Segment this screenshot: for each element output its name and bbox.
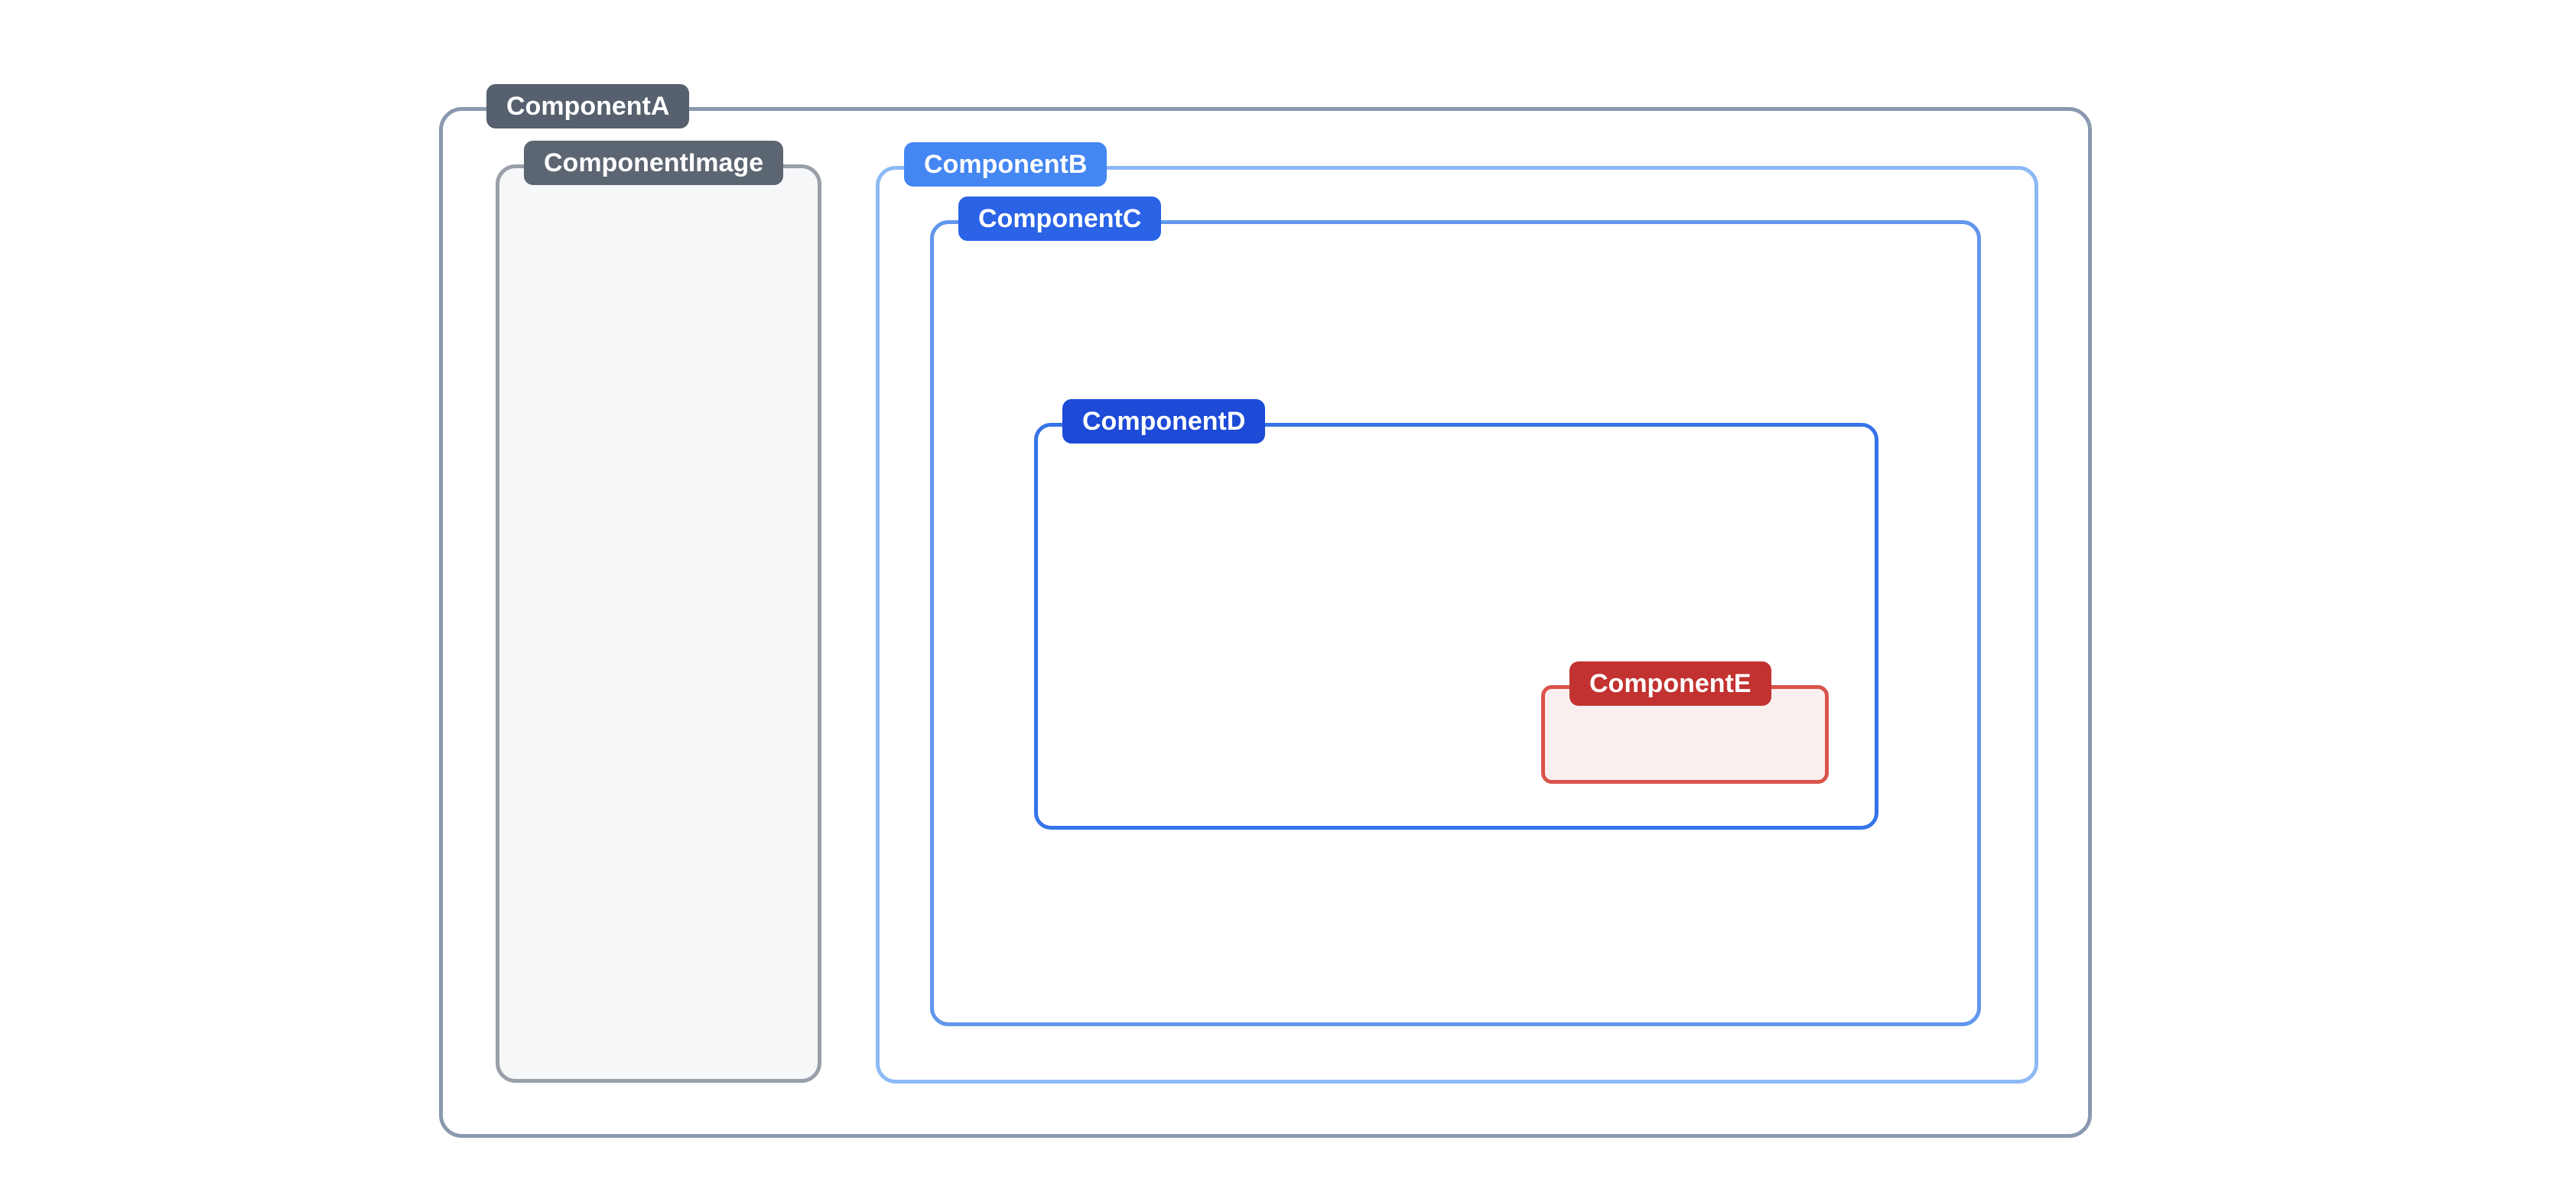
component-e-label: ComponentE bbox=[1569, 661, 1771, 706]
component-image-box: ComponentImage bbox=[496, 141, 821, 1083]
component-c-box: ComponentC ComponentD ComponentE bbox=[930, 197, 1981, 1026]
component-image-label: ComponentImage bbox=[524, 141, 784, 185]
component-b-box: ComponentB ComponentC ComponentD Compone… bbox=[876, 142, 2038, 1084]
component-d-box: ComponentD ComponentE bbox=[1034, 399, 1878, 830]
component-b-label: ComponentB bbox=[904, 142, 1107, 187]
component-a-label: ComponentA bbox=[486, 84, 690, 128]
component-c-label: ComponentC bbox=[958, 197, 1162, 241]
component-e-box: ComponentE bbox=[1541, 661, 1829, 784]
component-a-box: ComponentA ComponentImage ComponentB Com… bbox=[439, 84, 2092, 1138]
component-d-label: ComponentD bbox=[1062, 399, 1266, 444]
